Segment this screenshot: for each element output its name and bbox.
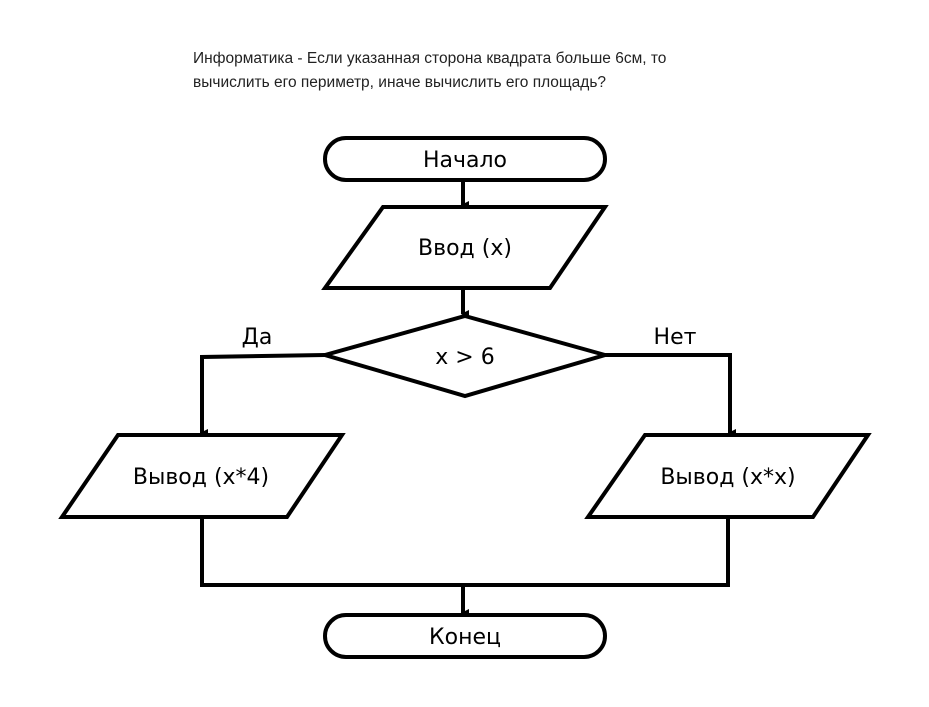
question-line-2: вычислить его периметр, иначе вычислить … (193, 74, 607, 91)
output-yes-label: Вывод (x*4) (133, 465, 269, 490)
output-no-label: Вывод (x*x) (660, 465, 795, 490)
condition-diamond: x > 6 (317, 313, 613, 399)
arrow-yes-branch (200, 353, 326, 437)
output-no-parallelogram: Вывод (x*x) (584, 433, 872, 519)
condition-label: x > 6 (435, 345, 494, 370)
yes-label: Да (242, 325, 273, 350)
start-terminator: Начало (323, 136, 607, 182)
input-label: Ввод (x) (418, 236, 512, 261)
end-terminator: Конец (323, 613, 607, 659)
output-yes-parallelogram: Вывод (x*4) (58, 433, 346, 519)
no-label: Нет (654, 325, 697, 350)
merge-line (200, 517, 730, 587)
input-parallelogram: Ввод (x) (321, 205, 609, 290)
start-label: Начало (423, 148, 507, 173)
question-text: Информатика - Если указанная сторона ква… (193, 47, 793, 95)
arrow-no-branch (605, 353, 736, 437)
question-line-1: Информатика - Если указанная сторона ква… (193, 50, 667, 67)
end-label: Конец (429, 625, 501, 650)
